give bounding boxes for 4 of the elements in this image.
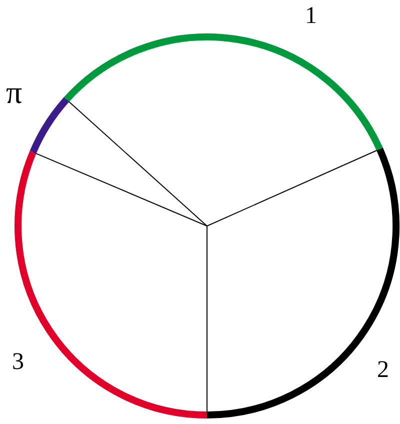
arc-label: π xyxy=(6,76,22,108)
arc-label: 1 xyxy=(305,4,317,28)
arc-label: 2 xyxy=(377,358,389,382)
arc-label: 3 xyxy=(12,350,24,374)
